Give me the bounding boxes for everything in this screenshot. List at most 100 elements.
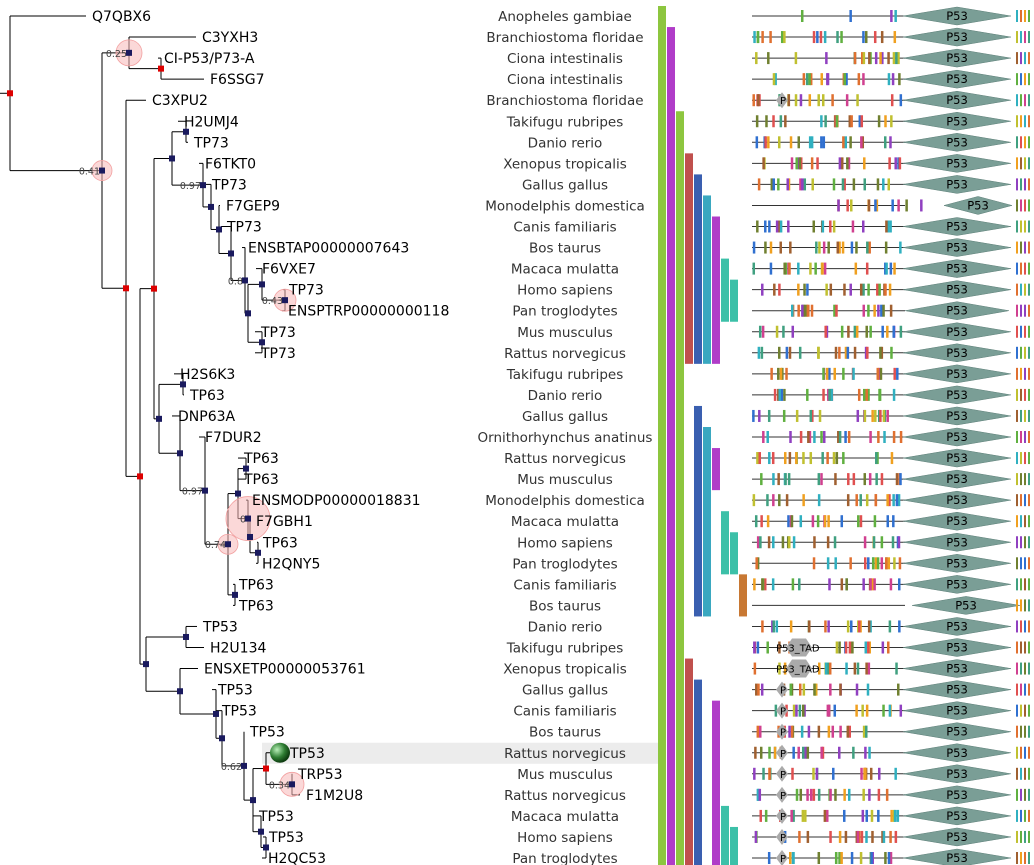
speciation-node[interactable] — [245, 515, 251, 522]
leaf-label[interactable]: F1M2U8 — [306, 788, 363, 804]
duplication-node[interactable] — [137, 473, 143, 480]
speciation-node[interactable] — [213, 710, 219, 717]
leaf-label[interactable]: C3YXH3 — [202, 30, 258, 46]
leaf-label[interactable]: TP63 — [238, 577, 274, 593]
leaf-label[interactable]: H2QC53 — [268, 851, 326, 865]
domain-segment — [778, 283, 781, 296]
speciation-node[interactable] — [99, 167, 105, 174]
leaf-label[interactable]: TP73 — [260, 346, 296, 362]
speciation-node[interactable] — [289, 781, 295, 788]
speciation-node[interactable] — [243, 465, 249, 472]
domain-segment — [882, 830, 886, 843]
speciation-node[interactable] — [242, 277, 248, 284]
speciation-node[interactable] — [202, 487, 208, 494]
leaf-label[interactable]: TP53 — [268, 830, 304, 846]
leaf-label[interactable]: F6VXE7 — [262, 262, 316, 278]
speciation-node[interactable] — [180, 381, 186, 388]
leaf-label[interactable]: TP73 — [288, 283, 324, 299]
leaf-label[interactable]: TP63 — [189, 388, 225, 404]
speciation-node[interactable] — [156, 415, 162, 422]
leaf-label[interactable]: TP63 — [243, 451, 279, 467]
leaf-label[interactable]: F7DUR2 — [205, 430, 262, 446]
leaf-label[interactable]: TP53 — [258, 809, 294, 825]
leaf-label[interactable]: TP73 — [260, 325, 296, 341]
leaf-label[interactable]: Q7QBX6 — [92, 9, 151, 25]
speciation-node[interactable] — [177, 688, 183, 695]
leaf-label[interactable]: TRP53 — [297, 767, 343, 783]
domain-segment — [1024, 515, 1026, 528]
speciation-node[interactable] — [259, 339, 265, 346]
domain-segment — [822, 94, 825, 107]
speciation-node[interactable] — [228, 250, 234, 257]
speciation-node[interactable] — [183, 633, 189, 640]
leaf-label[interactable]: TP53 — [289, 746, 325, 762]
leaf-label[interactable]: H2UMJ4 — [184, 114, 239, 130]
leaf-label[interactable]: TP73 — [211, 177, 247, 193]
leaf-label[interactable]: F6TKT0 — [205, 156, 256, 172]
duplication-node[interactable] — [263, 765, 269, 772]
domain-segment — [822, 136, 826, 149]
leaf-label[interactable]: TP63 — [238, 598, 274, 614]
domain-segment — [832, 178, 836, 191]
speciation-node[interactable] — [143, 661, 149, 668]
speciation-node[interactable] — [282, 297, 288, 304]
leaf-label[interactable]: TP53 — [202, 619, 238, 635]
domain-segment — [1020, 767, 1022, 780]
duplication-node[interactable] — [123, 285, 129, 292]
leaf-label[interactable]: TP53 — [249, 725, 285, 741]
domain-segment — [1024, 262, 1026, 275]
leaf-label[interactable]: ENSPTRP00000000118 — [288, 304, 449, 320]
speciation-node[interactable] — [255, 549, 261, 556]
speciation-node[interactable] — [219, 735, 225, 742]
leaf-label[interactable]: TP63 — [243, 472, 279, 488]
speciation-node[interactable] — [245, 310, 251, 317]
speciation-node[interactable] — [126, 49, 132, 56]
duplication-node[interactable] — [151, 285, 157, 292]
speciation-node[interactable] — [177, 450, 183, 457]
speciation-node[interactable] — [216, 226, 222, 233]
speciation-node[interactable] — [263, 844, 269, 851]
leaf-label[interactable]: ENSBTAP00000007643 — [248, 241, 409, 257]
p53-domain — [902, 575, 1012, 594]
leaf-label[interactable]: TP53 — [217, 683, 253, 699]
leaf-label[interactable]: C3XPU2 — [152, 93, 208, 109]
leaf-label[interactable]: ENSXETP00000053761 — [204, 662, 366, 678]
leaf-label[interactable]: TP53 — [221, 704, 257, 720]
domain-segment — [1016, 515, 1018, 528]
leaf-label[interactable]: H2U134 — [210, 641, 266, 657]
taxonomy-bar — [712, 448, 720, 491]
leaf-label[interactable]: TP63 — [262, 535, 298, 551]
tad-label: P53_TAD — [776, 665, 820, 676]
speciation-node[interactable] — [225, 541, 231, 548]
duplication-node[interactable] — [7, 90, 13, 97]
leaf-label[interactable]: H2S6K3 — [180, 367, 235, 383]
leaf-label[interactable]: CI-P53/P73-A — [164, 51, 255, 67]
speciation-node[interactable] — [200, 182, 206, 189]
speciation-node[interactable] — [258, 828, 264, 835]
leaf-label[interactable]: ENSMODP00000018831 — [252, 493, 421, 509]
domain-segment — [779, 115, 783, 128]
speciation-node[interactable] — [241, 762, 247, 769]
speciation-node[interactable] — [250, 797, 256, 804]
speciation-node[interactable] — [232, 591, 238, 598]
speciation-node[interactable] — [183, 128, 189, 135]
speciation-node[interactable] — [169, 155, 175, 162]
query-node[interactable] — [270, 742, 290, 763]
domain-segment — [845, 662, 848, 675]
domain-segment — [863, 473, 867, 486]
leaf-label[interactable]: DNP63A — [178, 409, 236, 425]
leaf-label[interactable]: F7GEP9 — [226, 198, 280, 214]
speciation-node[interactable] — [208, 203, 214, 210]
domain-segment — [1028, 704, 1030, 717]
leaf-label[interactable]: H2QNY5 — [262, 556, 320, 572]
speciation-node[interactable] — [259, 281, 265, 288]
speciation-node[interactable] — [235, 490, 241, 497]
leaf-label[interactable]: TP73 — [226, 220, 262, 236]
leaf-label[interactable]: TP73 — [193, 135, 229, 151]
species-label: Rattus norvegicus — [504, 788, 626, 804]
leaf-label[interactable]: F6SSG7 — [210, 72, 265, 88]
domain-segment — [783, 662, 787, 675]
speciation-node[interactable] — [247, 533, 253, 540]
duplication-node[interactable] — [158, 65, 164, 72]
leaf-label[interactable]: F7GBH1 — [256, 514, 313, 530]
